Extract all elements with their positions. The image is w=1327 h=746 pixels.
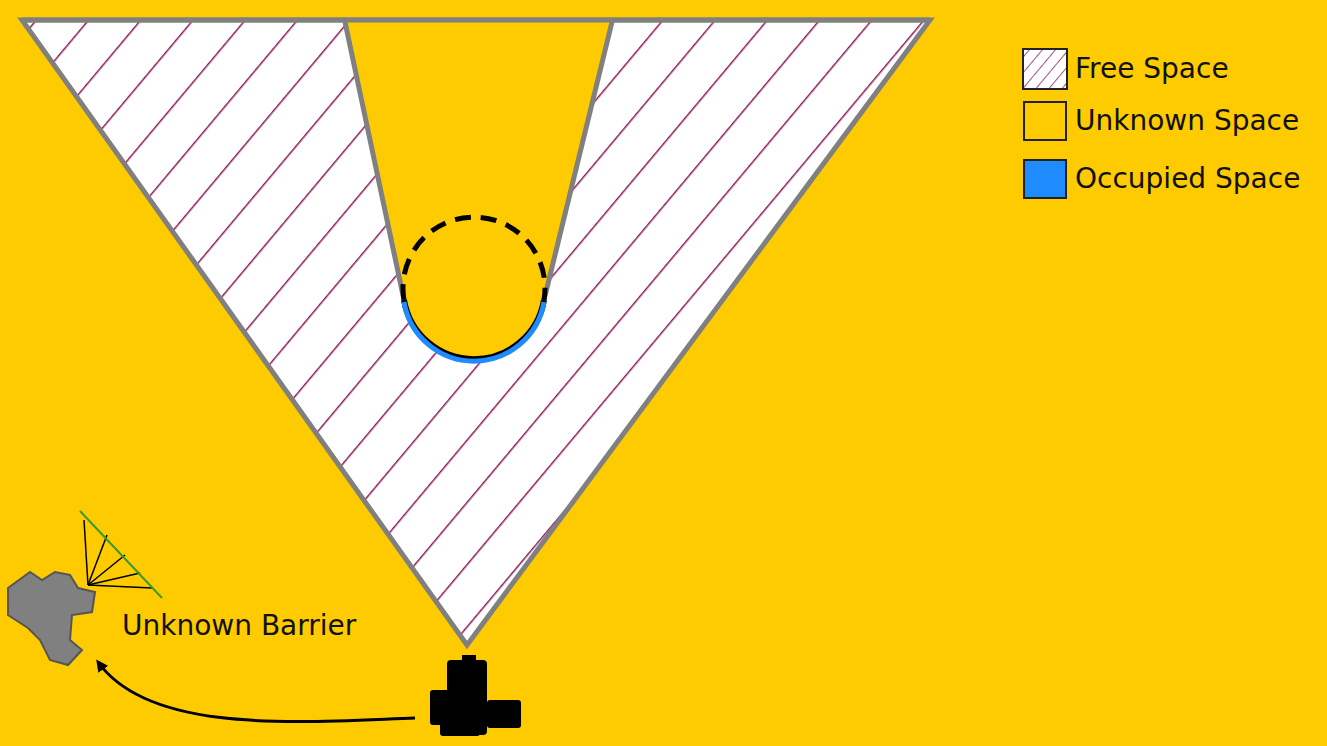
- hatch-swatch: [1023, 49, 1067, 89]
- legend-swatch: [1023, 101, 1067, 141]
- legend-text: Unknown Space: [1075, 104, 1299, 138]
- legend-text: Occupied Space: [1075, 162, 1300, 196]
- legend-text: Free Space: [1075, 52, 1229, 86]
- legend-swatch: [1023, 159, 1067, 199]
- barrier-label: Unknown Barrier: [122, 609, 356, 643]
